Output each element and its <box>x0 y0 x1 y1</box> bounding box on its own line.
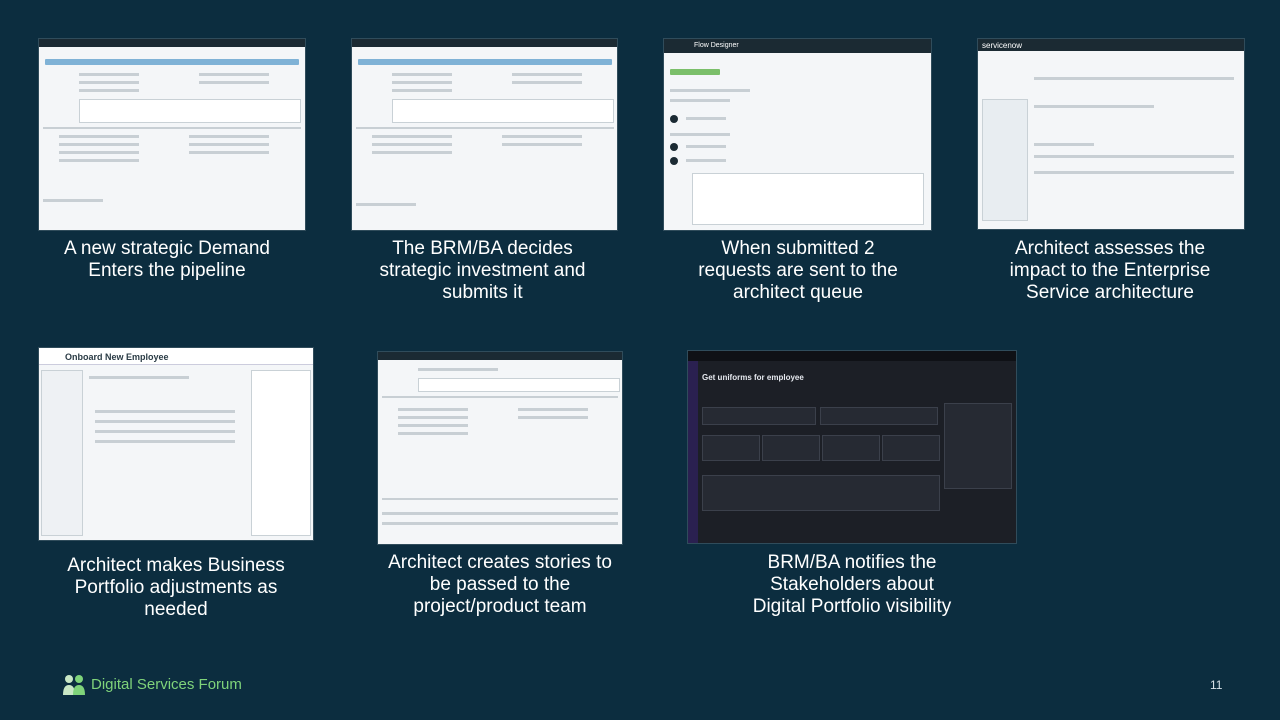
step5-screenshot: Onboard New Employee <box>39 348 313 540</box>
step4-caption: Architect assesses the impact to the Ent… <box>1009 238 1211 303</box>
portfolio-title: Get uniforms for employee <box>702 373 804 382</box>
timesheet-brand: servicenow <box>982 41 1023 50</box>
step7-screenshot: Get uniforms for employee <box>688 351 1016 543</box>
step2-caption: The BRM/BA decides strategic investment … <box>379 238 586 303</box>
step1-screenshot <box>39 39 305 230</box>
step5-caption: Architect makes Business Portfolio adjus… <box>67 555 285 620</box>
forum-logo-icon <box>63 675 85 695</box>
step4-screenshot: servicenow <box>978 39 1244 229</box>
step1-caption: A new strategic Demand Enters the pipeli… <box>64 238 270 281</box>
onboard-title: Onboard New Employee <box>65 352 169 362</box>
app-header <box>39 39 305 47</box>
flow-designer-title: Flow Designer <box>694 42 739 49</box>
step3-screenshot: Flow Designer <box>664 39 931 230</box>
app-header <box>378 352 622 360</box>
step2-screenshot <box>352 39 617 230</box>
step7-caption: BRM/BA notifies the Stakeholders about D… <box>752 552 952 617</box>
page-number: 11 <box>1210 678 1223 692</box>
footer-brand: Digital Services Forum <box>91 676 242 693</box>
step6-screenshot <box>378 352 622 544</box>
app-header <box>352 39 617 47</box>
step3-caption: When submitted 2 requests are sent to th… <box>698 238 898 303</box>
step6-caption: Architect creates stories to be passed t… <box>388 552 612 617</box>
